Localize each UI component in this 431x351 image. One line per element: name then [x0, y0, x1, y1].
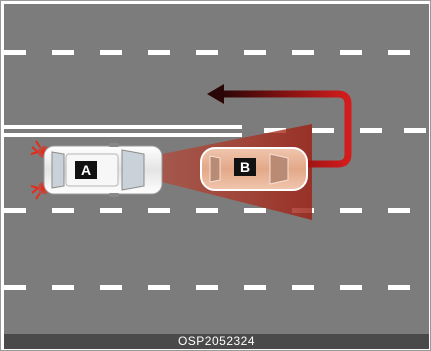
figure-caption: OSP2052324 [4, 334, 429, 349]
vehicle-b-label: B [240, 159, 250, 175]
vehicle-a-label: A [81, 162, 91, 178]
road-surface: A B [4, 4, 429, 334]
lane-dashes-third [4, 208, 410, 213]
road-diagram: A B [4, 4, 429, 334]
vehicle-a: A [31, 141, 162, 199]
lane-dashes-bottom [4, 285, 410, 290]
lane-dashes-top [4, 50, 410, 55]
vehicle-b: B [201, 148, 307, 190]
lane-solid-double [4, 125, 242, 137]
